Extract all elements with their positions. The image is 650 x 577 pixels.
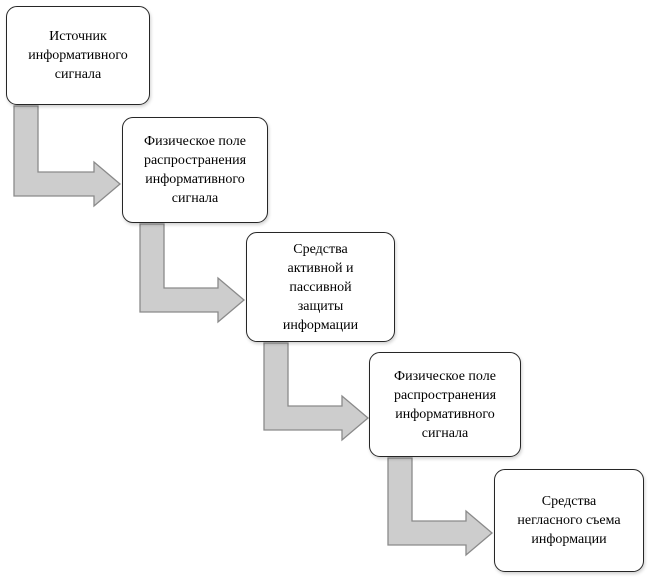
node-source-label: Источник информативного сигнала — [28, 29, 128, 82]
node-propagation-field-2-label: Физическое поле распространения информат… — [393, 368, 497, 441]
node-propagation-field-1: Физическое поле распространения информат… — [122, 117, 268, 223]
node-propagation-field-2: Физическое поле распространения информат… — [369, 352, 521, 457]
elbow-arrow-4 — [387, 457, 494, 557]
node-capture-means: Средства негласного съема информации — [494, 469, 644, 572]
elbow-arrow-2 — [139, 223, 246, 324]
node-propagation-field-1-label: Физическое поле распространения информат… — [143, 134, 247, 206]
node-source: Источник информативного сигнала — [6, 6, 150, 105]
elbow-arrow-3 — [263, 342, 370, 442]
node-protection-means-label: Средства активной и пассивной защиты инф… — [282, 241, 359, 333]
node-capture-means-label: Средства негласного съема информации — [517, 494, 621, 547]
node-protection-means: Средства активной и пассивной защиты инф… — [246, 232, 395, 342]
elbow-arrow-1 — [13, 105, 122, 208]
